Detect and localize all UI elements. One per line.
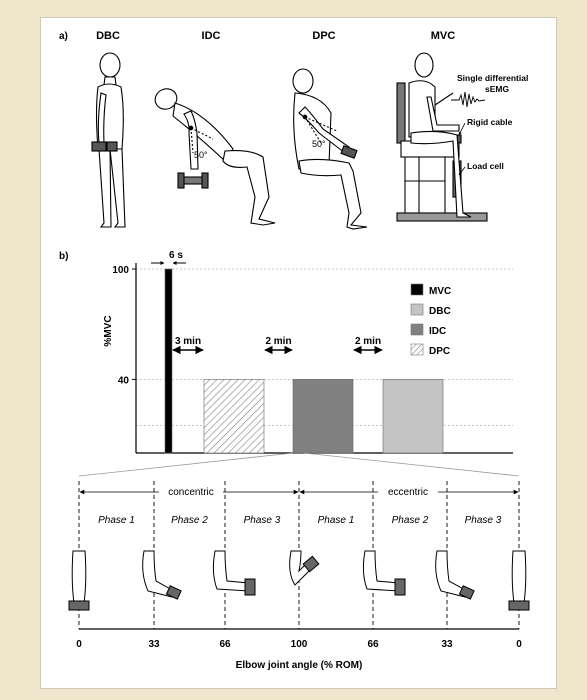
emg-signal: [451, 91, 486, 108]
bar-dpc: [203, 379, 265, 454]
arm-glyph: [508, 550, 530, 611]
rom-tick-label: 66: [367, 639, 379, 650]
legend-label-dpc: DPC: [429, 346, 450, 357]
rest-label: 3 min: [175, 336, 201, 347]
bar-mvc: [164, 268, 173, 454]
title-mvc: MVC: [431, 30, 456, 42]
concentric-label-bg: [159, 485, 223, 497]
legend-label-mvc: MVC: [429, 286, 451, 297]
rom-tick-label: 33: [148, 639, 160, 650]
emg-label-line2: sEMG: [485, 84, 509, 94]
phase-label: Phase 1: [98, 515, 135, 526]
rom-tick-label: 33: [441, 639, 453, 650]
legend-label-dbc: DBC: [429, 306, 451, 317]
eccentric-label-bg: [378, 485, 438, 497]
mvc-figure: [408, 52, 472, 218]
load-cell-label: Load cell: [467, 161, 504, 171]
figure-canvas: a) DBC IDC DPC MVC 50° 50°: [59, 30, 530, 671]
phase-label: Phase 3: [465, 515, 502, 526]
bar-idc: [292, 379, 354, 454]
panel-b-label: b): [59, 251, 68, 262]
dpc-figure: [292, 68, 368, 230]
rest-label: 2 min: [265, 336, 291, 347]
angle-label-dpc: 50°: [312, 139, 326, 149]
rom-tick-label: 0: [516, 639, 522, 650]
emg-label-line1: Single differential: [457, 73, 528, 83]
phase-label: Phase 2: [392, 515, 429, 526]
arm-glyph: [68, 550, 90, 611]
concentric-label: concentric: [168, 487, 214, 498]
y-tick-label: 100: [112, 265, 129, 276]
arm-glyph: [289, 550, 320, 586]
legend-swatch-dpc: [410, 343, 424, 356]
rom-tick-label: 100: [291, 639, 308, 650]
title-idc: IDC: [202, 30, 221, 42]
legend-swatch-mvc: [410, 283, 424, 296]
phase-label: Phase 3: [244, 515, 281, 526]
rom-tick-label: 66: [219, 639, 231, 650]
zoom-line-left: [78, 452, 294, 477]
legend-swatch-dbc: [410, 303, 424, 316]
angle-label-idc: 50°: [194, 150, 208, 160]
arm-glyph: [362, 550, 406, 596]
rigid-cable-pointer: [458, 122, 466, 136]
y-axis-label: %MVC: [103, 315, 114, 346]
y-tick-label: 40: [118, 375, 130, 386]
rest-label: 2 min: [355, 336, 381, 347]
rom-tick-label: 0: [76, 639, 82, 650]
load-cell-pointer: [458, 166, 466, 176]
duration-label: 6 s: [169, 250, 183, 261]
title-dpc: DPC: [312, 30, 335, 42]
dbc-figure: [91, 52, 126, 228]
zoom-line-right: [303, 452, 520, 477]
title-dbc: DBC: [96, 30, 120, 42]
arm-glyph: [142, 550, 182, 600]
bar-dbc: [382, 379, 444, 454]
protocol-chart: 100 40 %MVC 6 s 3 min 2 min 2 min MVC DBC IDC DPC: [78, 250, 520, 477]
rigid-cable-label: Rigid cable: [467, 117, 513, 127]
phase-label: Phase 1: [318, 515, 355, 526]
figure-panel: a) DBC IDC DPC MVC 50° 50°: [40, 17, 557, 689]
eccentric-label: eccentric: [388, 487, 428, 498]
legend-label-idc: IDC: [429, 326, 446, 337]
legend-swatch-idc: [410, 323, 424, 336]
idc-figure: [154, 88, 276, 226]
arm-glyph: [435, 550, 475, 600]
phase-label: Phase 2: [171, 515, 208, 526]
arm-glyph: [212, 550, 256, 596]
rom-xlabel: Elbow joint angle (% ROM): [236, 660, 363, 671]
panel-a-label: a): [59, 31, 68, 42]
